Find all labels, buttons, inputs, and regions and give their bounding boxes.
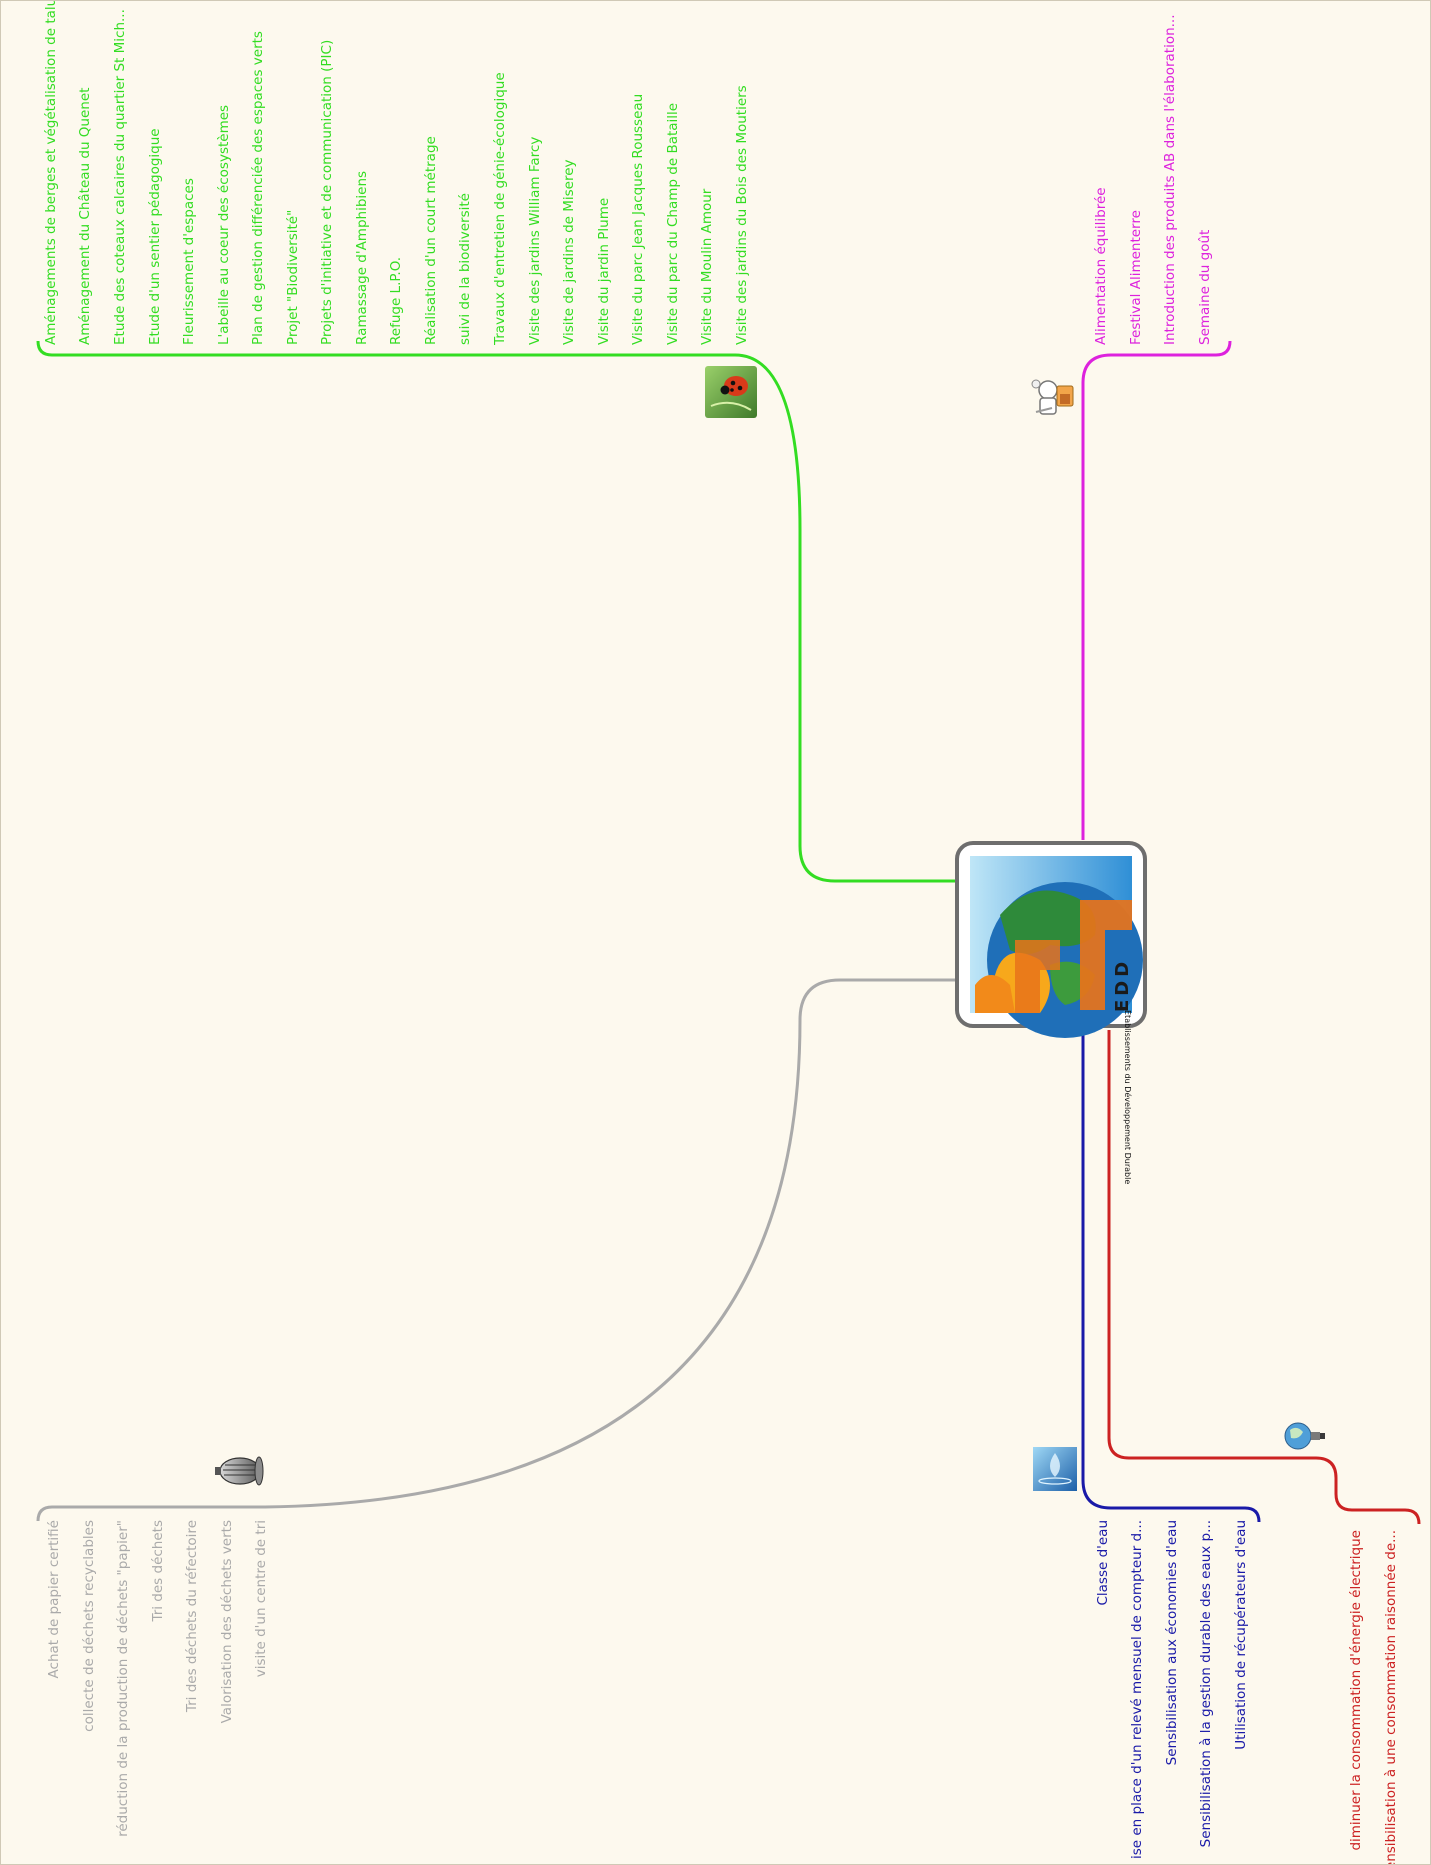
item-label-biodiversite[interactable]: Visite de jardins de Miserey	[561, 159, 577, 345]
branch-line-dechets	[36, 978, 955, 1522]
item-label-energie[interactable]: sensibilisation à une consommation raiso…	[1383, 1530, 1399, 1865]
item-label-dechets[interactable]: réduction de la production de déchets "p…	[115, 1520, 131, 1837]
item-label-biodiversite[interactable]: Projets d'initiative et de communication…	[319, 40, 335, 345]
item-label-dechets[interactable]: visite d'un centre de tri	[253, 1520, 269, 1677]
branch-line-energie	[1107, 1030, 1421, 1525]
item-label-biodiversite[interactable]: Visite des jardins William Farcy	[527, 137, 543, 345]
item-label-biodiversite[interactable]: Aménagement du Château du Quenet	[77, 88, 93, 345]
central-logo-letters: EDD	[1112, 958, 1133, 1012]
item-label-biodiversite[interactable]: Plan de gestion différenciée des espaces…	[250, 31, 266, 345]
item-labels: Aménagements de berges et végétalisation…	[43, 0, 1399, 1865]
item-label-biodiversite[interactable]: Aménagements de berges et végétalisation…	[43, 0, 59, 345]
branch-lines	[36, 340, 1421, 1525]
item-label-eau[interactable]: ise en place d'un relevé mensuel de comp…	[1129, 1520, 1145, 1859]
item-label-eau[interactable]: Utilisation de récupérateurs d'eau	[1233, 1520, 1249, 1750]
item-label-dechets[interactable]: Tri des déchets	[150, 1520, 166, 1623]
item-label-dechets[interactable]: Achat de papier certifié	[46, 1520, 62, 1678]
globe-logo-icon	[970, 856, 1143, 1038]
item-label-biodiversite[interactable]: Réalisation d'un court métrage	[423, 136, 439, 345]
item-label-biodiversite[interactable]: Visite du Moulin Amour	[699, 188, 715, 345]
item-label-alimentation[interactable]: Introduction des produits AB dans l'élab…	[1162, 14, 1178, 345]
item-label-biodiversite[interactable]: Visite des jardins du Bois des Moutiers	[734, 85, 750, 345]
central-logo-text: Etablissements du Développement Durable	[1123, 1010, 1133, 1184]
item-label-dechets[interactable]: Valorisation des déchets verts	[219, 1520, 235, 1723]
item-label-biodiversite[interactable]: Travaux d'entretien de génie-écologique	[492, 72, 508, 346]
item-label-biodiversite[interactable]: Visite du parc du Champ de Bataille	[665, 103, 681, 345]
branch-line-biodiversite	[36, 340, 955, 883]
water-drop-icon	[1033, 1447, 1077, 1491]
ladybug-icon	[705, 366, 757, 418]
item-label-alimentation[interactable]: Alimentation équilibrée	[1093, 187, 1109, 345]
item-label-eau[interactable]: Classe d'eau	[1095, 1520, 1111, 1606]
item-label-biodiversite[interactable]: L'abeille au coeur des écosystèmes	[216, 105, 232, 345]
item-label-biodiversite[interactable]: Projet "Biodiversité"	[285, 210, 301, 345]
item-label-biodiversite[interactable]: Visite du jardin Plume	[596, 198, 612, 345]
item-label-biodiversite[interactable]: Etude des coteaux calcaires du quartier …	[112, 9, 128, 345]
branch-line-alimentation	[1081, 340, 1232, 840]
item-label-eau[interactable]: Sensibilisation à la gestion durable des…	[1198, 1520, 1214, 1847]
central-node[interactable]: EDD Etablissements du Développement Dura…	[955, 841, 1147, 1184]
trash-can-icon	[215, 1456, 264, 1486]
item-label-biodiversite[interactable]: Etude d'un sentier pédagogique	[147, 128, 163, 345]
item-label-biodiversite[interactable]: Ramassage d'Amphibiens	[354, 171, 370, 345]
item-label-dechets[interactable]: collecte de déchets recyclables	[81, 1520, 97, 1732]
branch-line-eau	[1081, 1030, 1261, 1523]
item-label-biodiversite[interactable]: Fleurissement d'espaces	[181, 178, 197, 345]
globe-lightbulb-icon	[1284, 1422, 1325, 1450]
item-label-biodiversite[interactable]: Refuge L.P.O.	[388, 257, 404, 345]
item-label-alimentation[interactable]: Semaine du goût	[1197, 230, 1213, 345]
item-label-dechets[interactable]: Tri des déchets du réfectoire	[184, 1520, 200, 1713]
chef-cooking-icon	[1031, 379, 1074, 415]
item-label-eau[interactable]: Sensibilisation aux économies d'eau	[1164, 1520, 1180, 1765]
item-label-alimentation[interactable]: Festival Alimenterre	[1128, 210, 1144, 345]
item-label-energie[interactable]: diminuer la consommation d'énergie élect…	[1348, 1530, 1364, 1851]
item-label-biodiversite[interactable]: suivi de la biodiversité	[457, 193, 473, 345]
item-label-biodiversite[interactable]: Visite du parc Jean Jacques Rousseau	[630, 94, 646, 345]
